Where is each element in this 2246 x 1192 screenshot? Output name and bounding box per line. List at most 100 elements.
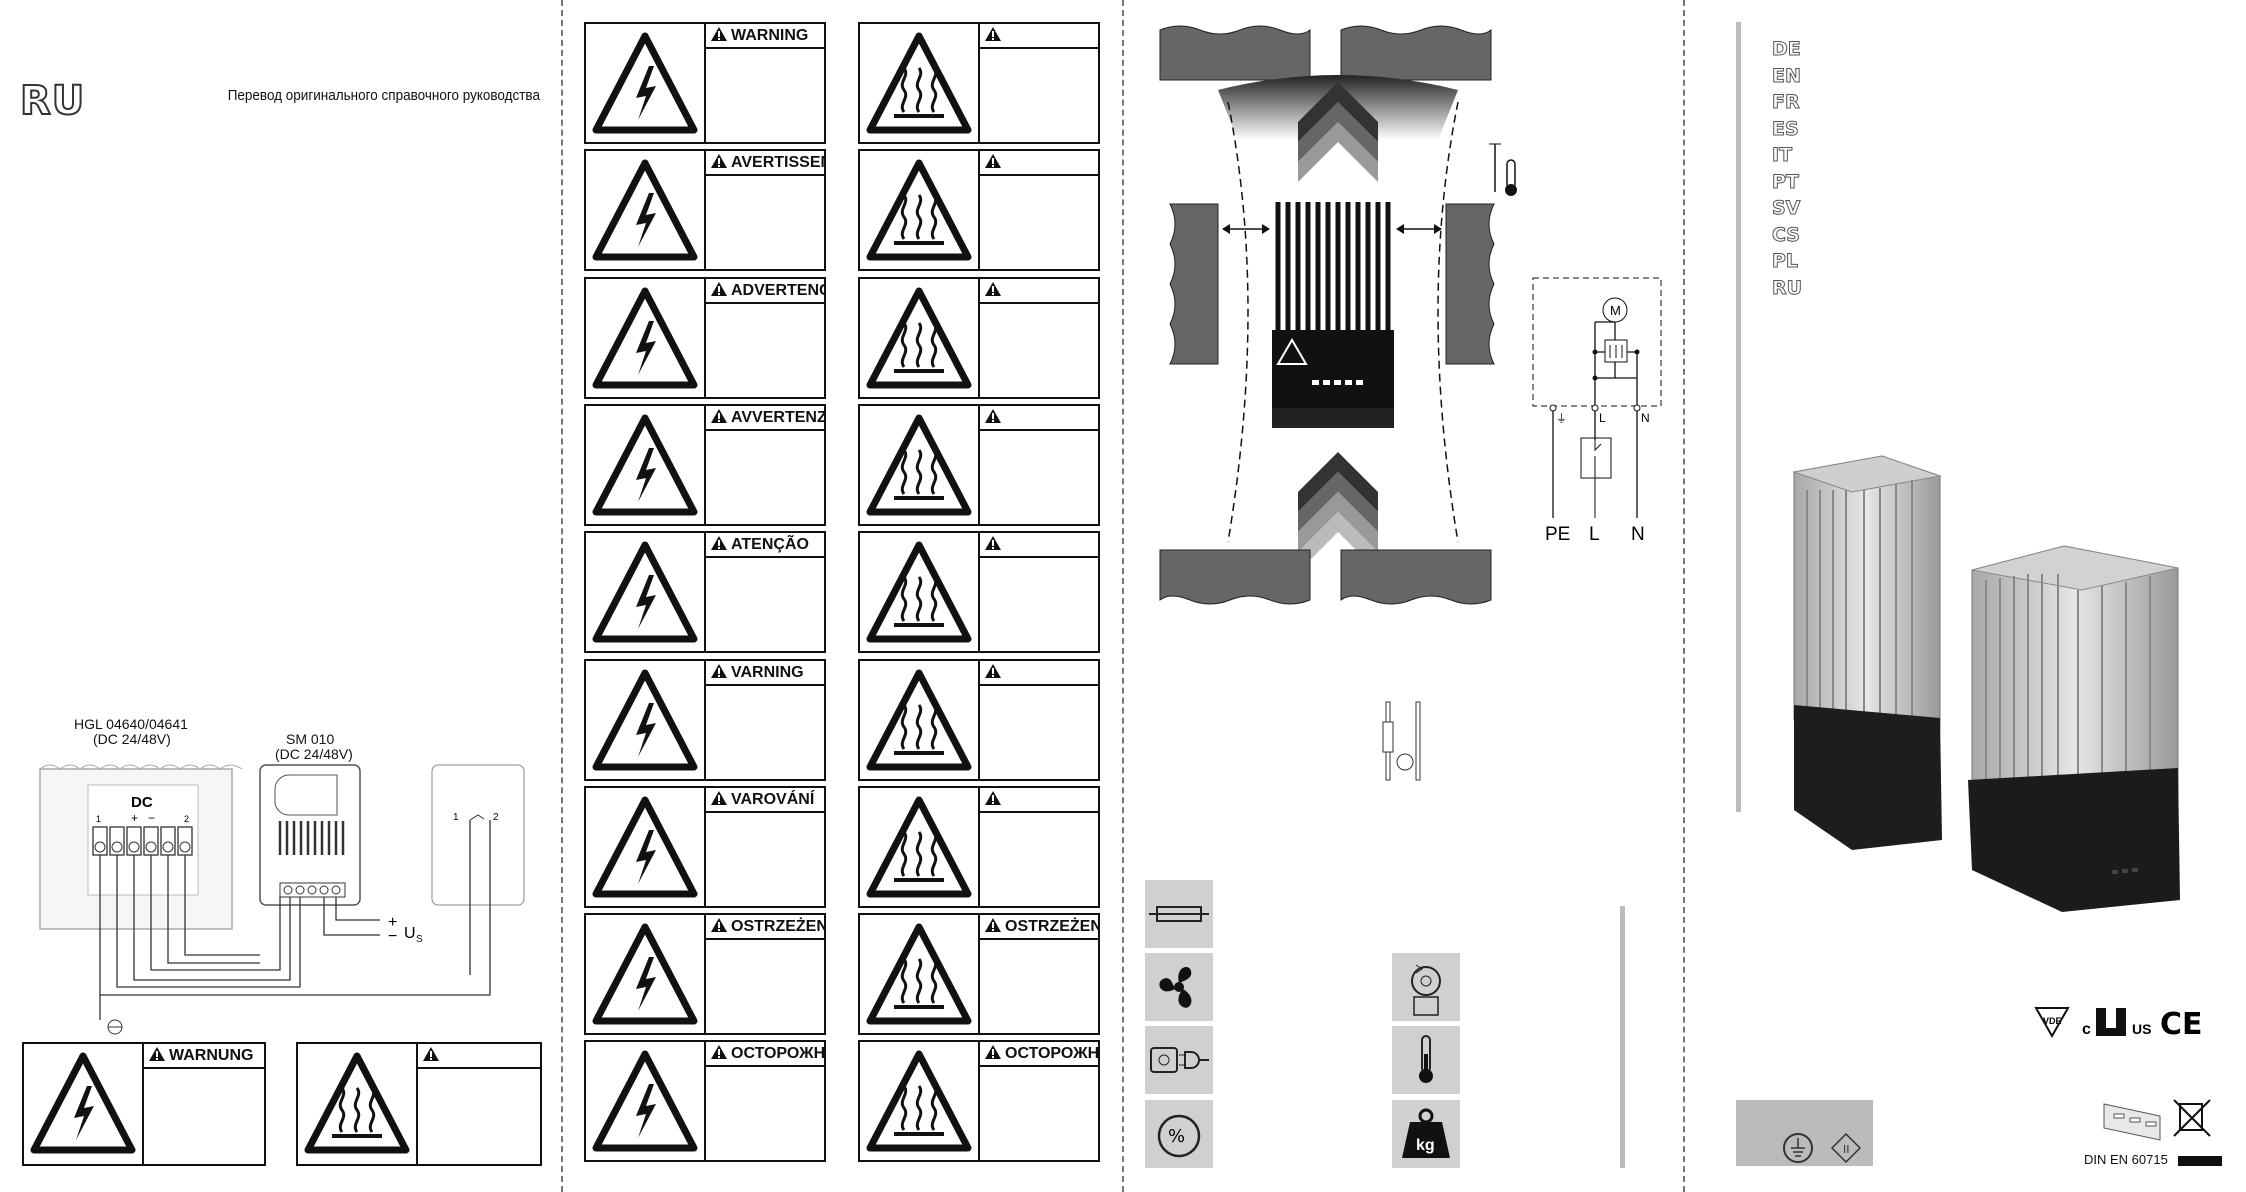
us-label: U (404, 925, 416, 942)
fold-line-2 (1122, 0, 1124, 1192)
weight-kg-icon: kg (1392, 1100, 1460, 1168)
warning-header (980, 533, 1098, 559)
warning-box: ADVERTENCIA (584, 276, 826, 399)
warning-header: WARNING (706, 24, 824, 49)
motor-label: M (1610, 303, 1621, 318)
lang-fr[interactable]: FR (1771, 91, 1800, 114)
hot-surface-icon (860, 787, 980, 906)
warning-box: VARNING (584, 658, 826, 781)
warning-box (858, 22, 1100, 144)
wiring-diagram: DC 1 2 + − 1 2 + − U S (39, 764, 525, 1035)
warning-box: VAROVÁNÍ (584, 785, 826, 908)
warning-box (858, 403, 1100, 526)
svg-text:II: II (1843, 1143, 1850, 1156)
svg-text:kg: kg (1416, 1137, 1435, 1154)
lang-pl[interactable]: PL (1771, 250, 1799, 273)
warning-box: OSTRZEŻENIE (858, 913, 1100, 1036)
electric-hazard-icon (586, 660, 706, 779)
warning-box: ATENÇÃO (584, 531, 826, 654)
warning-box: OSTRZEŻENIE (584, 913, 826, 1036)
terminal-1-label: 1 (96, 814, 101, 824)
lang-pt[interactable]: PT (1771, 170, 1799, 193)
warning-box: AVVERTENZA (584, 403, 826, 526)
installation-clearance-diagram (1159, 25, 1495, 605)
us-minus: − (388, 928, 397, 945)
hot-surface-icon (860, 278, 980, 397)
warning-box (858, 658, 1100, 781)
hot-surface-icon (860, 533, 980, 652)
lang-it[interactable]: IT (1771, 144, 1793, 167)
warning-header: OSTRZEŻENIE (706, 915, 824, 941)
electric-hazard-icon (586, 915, 706, 1034)
warning-header: VAROVÁNÍ (706, 788, 824, 813)
ce-mark: CE (2160, 1007, 2203, 1042)
thermostat-voltage-label: (DC 24/48V) (275, 746, 353, 762)
heater-model-label: HGL 04640/04641 (74, 716, 188, 732)
certification-marks: VDE c US CE (2034, 1007, 2203, 1042)
n-label: N (1631, 524, 1645, 545)
warning-header (980, 661, 1098, 686)
lang-sv[interactable]: SV (1771, 197, 1801, 220)
top-l: L (1599, 411, 1606, 425)
warning-box (858, 785, 1100, 908)
humidity-icon: % (1145, 1100, 1213, 1168)
terminal-plus-label: + (131, 811, 138, 825)
lang-es[interactable]: ES (1771, 117, 1799, 140)
warning-box: ОСТОРОЖНО (584, 1040, 826, 1163)
electric-hazard-icon (586, 533, 706, 652)
svg-text:%: % (1168, 1126, 1185, 1147)
warning-box: AVERTISSEMENT (584, 149, 826, 272)
din-rail-and-disposal-icons (2103, 1099, 2222, 1166)
warning-box: ОСТОРОЖНО (858, 1040, 1100, 1163)
top-pe: ⏚ (1556, 412, 1567, 425)
hot-surface-icon (860, 915, 980, 1034)
warning-header (980, 151, 1098, 177)
fold-line-3 (1683, 0, 1685, 1192)
warning-header: ОСТОРОЖНО (980, 1042, 1098, 1068)
electric-hazard-icon (586, 24, 706, 142)
electric-hazard-icon (586, 405, 706, 524)
language-code: RU (19, 77, 86, 125)
warning-header (980, 788, 1098, 813)
warning-header: WARNUNG (144, 1044, 264, 1069)
product-heater-image (1792, 455, 2180, 912)
wire-ferrule-icon (1382, 701, 1421, 781)
lang-ru[interactable]: RU (1771, 276, 1803, 299)
heater-voltage-label: (DC 24/48V) (93, 731, 171, 747)
warning-header: AVVERTENZA (706, 406, 824, 431)
warning-box (858, 276, 1100, 399)
electric-hazard-icon (586, 1042, 706, 1161)
terminal-2-label: 2 (184, 814, 189, 824)
hot-surface-icon (860, 660, 980, 779)
fuse-icon (1145, 880, 1213, 948)
warning-header: VARNING (706, 661, 824, 686)
l-label: L (1589, 524, 1600, 545)
thermometer-icon (1392, 1026, 1460, 1094)
warning-header: ADVERTENCIA (706, 279, 824, 304)
electric-hazard-icon (586, 787, 706, 906)
rotation-speed-icon (1392, 953, 1460, 1021)
warning-box: WARNING (584, 22, 826, 144)
warning-header (980, 279, 1098, 304)
vde-mark: VDE (2043, 1016, 2062, 1026)
divider-bar (1620, 906, 1625, 1168)
lang-cs[interactable]: CS (1771, 223, 1800, 246)
protection-class-block: II (1736, 1100, 1873, 1166)
language-list: DE EN FR ES IT PT SV CS PL RU (1771, 36, 1803, 301)
electric-hazard-icon (586, 151, 706, 270)
us-subscript: S (416, 934, 423, 945)
language-bar (1736, 22, 1741, 812)
fold-line-1 (561, 0, 563, 1192)
warning-header: AVERTISSEMENT (706, 151, 824, 177)
dc-terminal-label: DC (131, 794, 153, 811)
plug-connection-icon (1145, 1026, 1213, 1094)
thermometer-clearance-icon (1489, 143, 1517, 196)
warning-box-hot-surface (296, 1042, 542, 1166)
hot-surface-icon (860, 151, 980, 270)
thermostat-model-label: SM 010 (286, 731, 335, 747)
lang-de[interactable]: DE (1771, 38, 1801, 61)
warning-header (980, 406, 1098, 431)
us-plus: + (388, 914, 397, 931)
warning-header (980, 24, 1098, 49)
lang-en[interactable]: EN (1771, 64, 1801, 87)
